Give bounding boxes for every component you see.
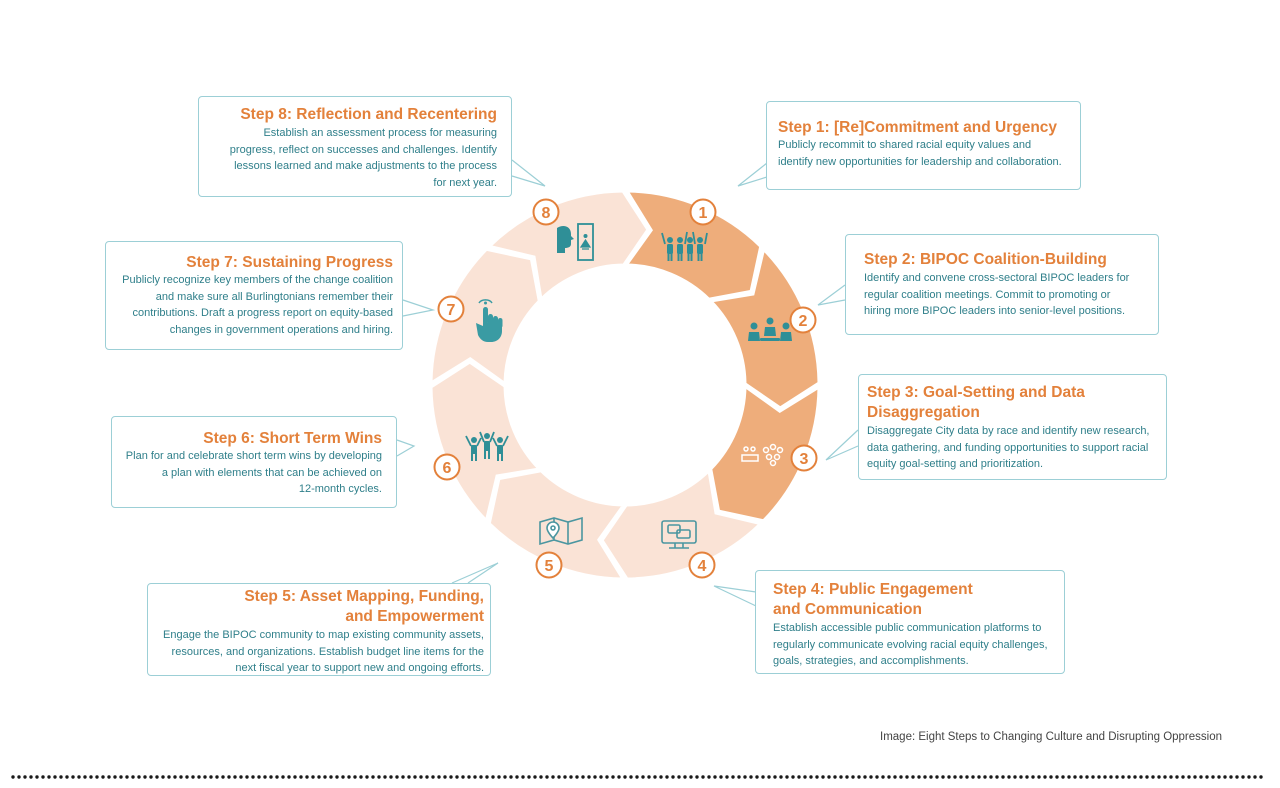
step-2-title: Step 2: BIPOC Coalition-Building	[864, 251, 1107, 268]
step-5-title: Step 5: Asset Mapping, Funding,and Empow…	[244, 588, 484, 625]
step-8-card: Step 8: Reflection and Recentering Estab…	[198, 96, 512, 197]
map-pin-icon	[539, 516, 583, 546]
step-7-card: Step 7: Sustaining Progress Publicly rec…	[105, 241, 403, 350]
step-7-number: 7	[447, 302, 456, 319]
step-6-number: 6	[443, 460, 452, 477]
step-8-body: Establish an assessment process for meas…	[229, 127, 497, 189]
step-7-number-badge: 7	[437, 295, 465, 323]
step-7-body: Publicly recognize key members of the ch…	[122, 274, 393, 336]
step-1-number-badge: 1	[689, 198, 717, 226]
hand-pointer-icon	[476, 299, 503, 342]
step-6-title: Step 6: Short Term Wins	[203, 430, 382, 447]
step-3-tail	[825, 429, 859, 461]
step-3-number: 3	[800, 451, 809, 468]
step-4-number-badge: 4	[688, 551, 716, 579]
step-7-tail	[402, 299, 436, 317]
step-2-number: 2	[799, 313, 808, 330]
step-3-number-badge: 3	[790, 444, 818, 472]
step-5-card: Step 5: Asset Mapping, Funding,and Empow…	[147, 583, 491, 676]
step-5-number: 5	[545, 558, 554, 575]
step-5-number-badge: 5	[535, 551, 563, 579]
step-5-body: Engage the BIPOC community to map existi…	[163, 629, 484, 674]
step-6-card: Step 6: Short Term Wins Plan for and cel…	[111, 416, 397, 508]
step-4-body: Establish accessible public communicatio…	[773, 622, 1048, 667]
step-2-card: Step 2: BIPOC Coalition-Building Identif…	[845, 234, 1159, 335]
step-2-tail	[817, 284, 846, 306]
meeting-group-icon	[748, 317, 792, 341]
step-1-number: 1	[699, 205, 708, 222]
computer-chat-icon	[661, 520, 697, 549]
step-8-number-badge: 8	[532, 198, 560, 226]
step-8-number: 8	[542, 205, 551, 222]
step-1-tail	[737, 162, 768, 187]
step-4-tail	[713, 585, 757, 607]
step-3-body: Disaggregate City data by race and ident…	[867, 425, 1150, 470]
step-6-tail	[396, 439, 416, 457]
cycle-segment-3	[709, 383, 821, 523]
reflection-mirror-icon	[557, 223, 594, 261]
figure-caption: Image: Eight Steps to Changing Culture a…	[880, 731, 1223, 743]
step-1-body: Publicly recommit to shared racial equit…	[778, 139, 1062, 168]
celebrating-people-icon	[465, 431, 509, 461]
step-2-number-badge: 2	[789, 306, 817, 334]
step-2-body: Identify and convene cross-sectoral BIPO…	[864, 272, 1130, 317]
crowd-data-icon	[741, 443, 784, 467]
step-8-title: Step 8: Reflection and Recentering	[240, 106, 497, 123]
cycle-segment-4	[600, 467, 764, 581]
step-8-tail	[511, 159, 546, 187]
people-raising-hands-icon	[661, 231, 708, 261]
step-5-tail	[451, 562, 499, 584]
step-6-number-badge: 6	[433, 453, 461, 481]
step-1-title: Step 1: [Re]Commitment and Urgency	[778, 119, 1058, 136]
step-4-number: 4	[698, 558, 707, 575]
cycle-segment-1	[623, 189, 763, 301]
step-6-body: Plan for and celebrate short term wins b…	[125, 450, 382, 495]
step-7-title: Step 7: Sustaining Progress	[186, 254, 393, 271]
step-1-card: Step 1: [Re]Commitment and Urgency Publi…	[766, 101, 1081, 190]
